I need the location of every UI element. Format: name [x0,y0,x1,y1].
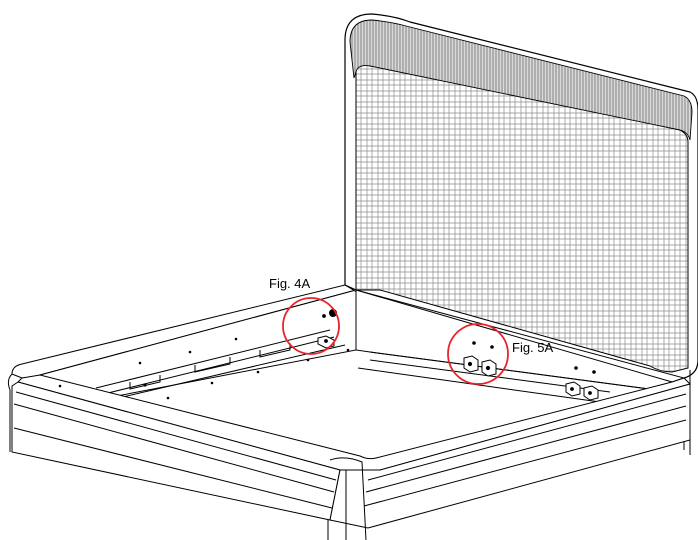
bed-rails [7,284,691,540]
front-rail-lines-left [13,391,337,509]
foot-corner [327,457,367,540]
left-rail-holes [58,337,350,400]
front-rail-lines-right [363,393,687,507]
headboard [344,13,698,455]
bracket-icon [317,309,337,349]
front-rail-face-right [329,383,691,529]
front-rail-face-left [11,381,341,521]
callout-label-fig-5a: Fig. 5A [512,340,554,355]
callout-label-fig-4a: Fig. 4A [269,276,311,291]
headboard-outline [344,13,698,430]
bracket-pair-right [565,366,599,401]
left-foot-corner [7,373,13,452]
callout-circle-5a [447,323,509,385]
headboard-top-roll [349,19,693,141]
bracket-pair-5a [463,341,497,377]
callout-circle-4a [282,297,340,355]
